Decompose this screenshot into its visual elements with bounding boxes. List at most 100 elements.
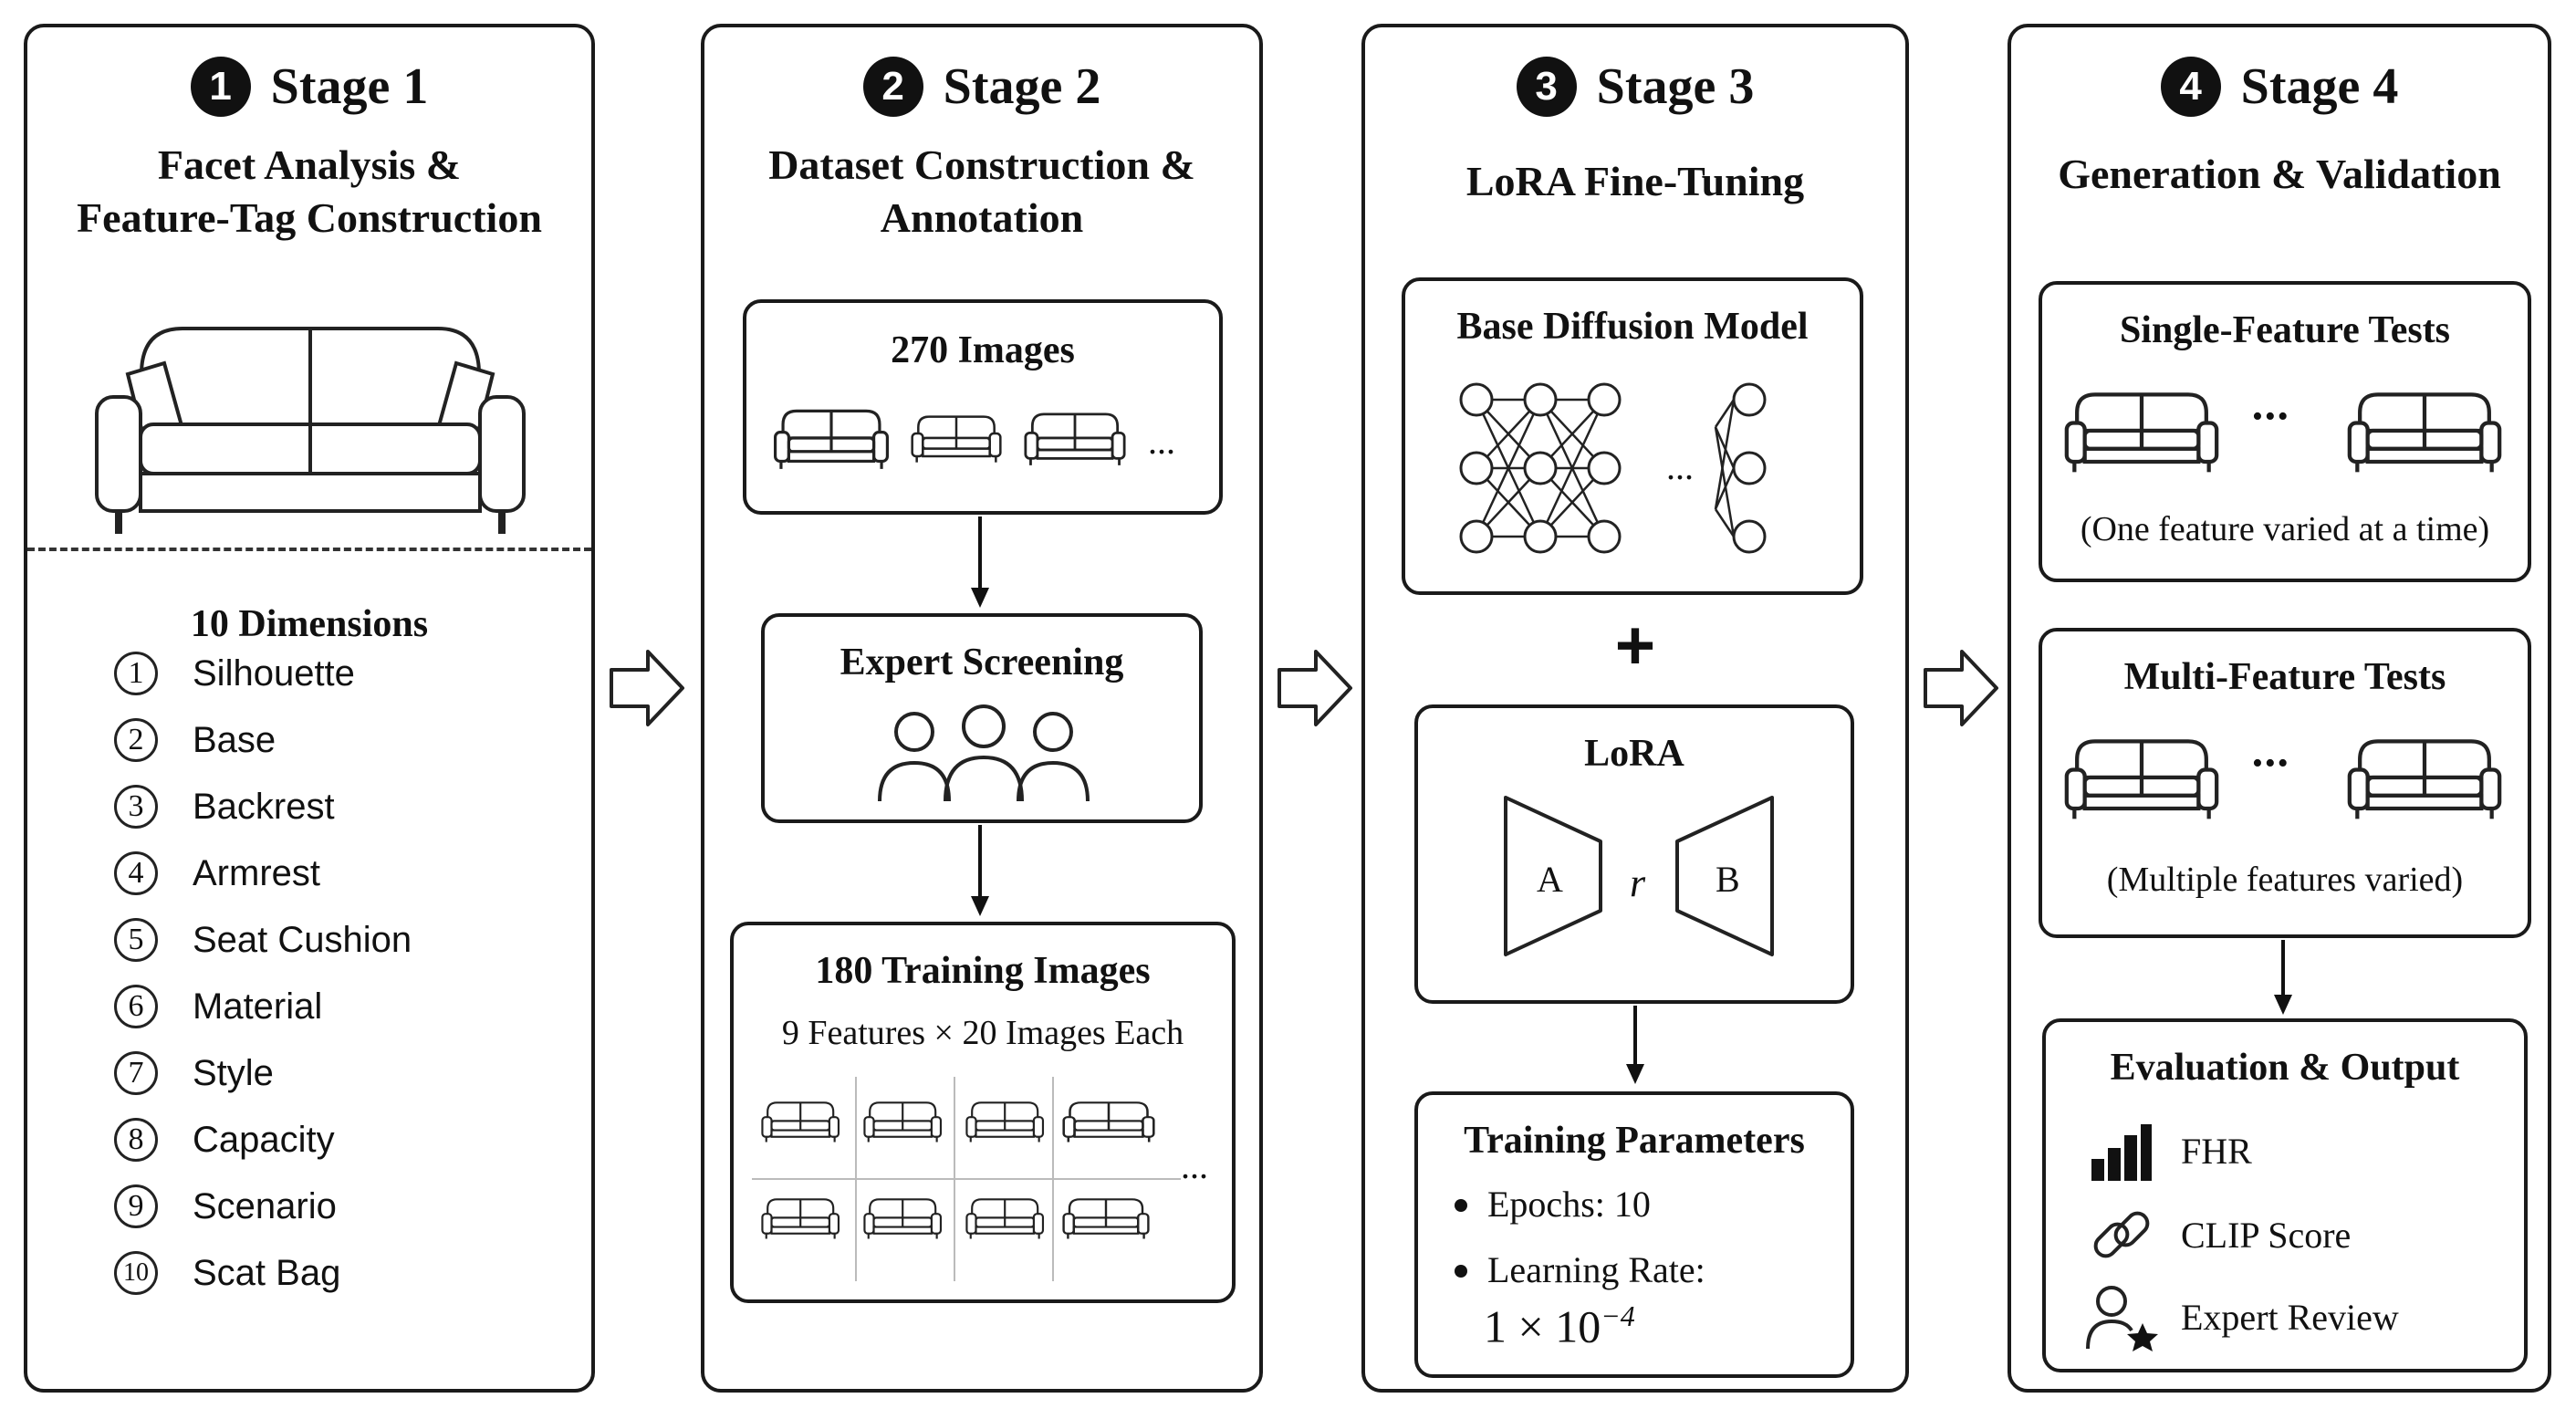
stage-4-number: 4 — [2160, 57, 2221, 117]
sofa-illustration — [95, 327, 526, 534]
param-learning-rate: Learning Rate: — [1487, 1249, 1705, 1290]
section-divider — [27, 548, 591, 551]
learning-rate-value: 1 × 10−4 — [1484, 1299, 1635, 1353]
arrow-right-icon — [1924, 650, 1998, 726]
dimension-number: 5 — [114, 918, 158, 962]
stage-2-number: 2 — [862, 57, 923, 117]
dimension-item: 2 Base — [114, 718, 276, 762]
stage-4-header: 4 Stage 4 — [2011, 57, 2548, 117]
stage-3-header: 3 Stage 3 — [1365, 57, 1905, 117]
dimension-item: 5 Seat Cushion — [114, 918, 412, 962]
dimension-item: 4 Armrest — [114, 851, 320, 895]
lora-matrices-icon — [1504, 796, 1774, 956]
stage-4-label: Stage 4 — [2240, 58, 2399, 115]
lora-rank-label: r — [1630, 861, 1646, 905]
arrow-down-icon — [971, 825, 989, 916]
stage-4-title: Generation & Validation — [2058, 151, 2501, 197]
sofa-icon — [2064, 385, 2219, 476]
evaluation-output-box: Evaluation & Output FHR CLIP Score Exper… — [2042, 1018, 2528, 1372]
stage-1-panel: 1 Stage 1 Facet Analysis & Feature-Tag C… — [24, 24, 595, 1393]
plus-sign: + — [1614, 607, 1656, 684]
stage-3-panel: 3 Stage 3 LoRA Fine-Tuning Base Diffusio… — [1361, 24, 1909, 1393]
bullet-icon — [1455, 1265, 1467, 1278]
lora-a-label: A — [1537, 859, 1563, 900]
dimension-number: 8 — [114, 1118, 158, 1162]
sofa-icon — [2347, 385, 2502, 476]
dimension-number: 1 — [114, 652, 158, 695]
arrow-down-icon — [1626, 1006, 1644, 1084]
sofa-icon — [2347, 732, 2502, 823]
dimension-label: Base — [193, 719, 276, 760]
stage-2-title-line-2: Annotation — [880, 194, 1084, 241]
stage-1-header: 1 Stage 1 — [27, 57, 591, 117]
stage-3-number: 3 — [1516, 57, 1577, 117]
dimension-label: Capacity — [193, 1119, 335, 1160]
stage-1-number: 1 — [190, 57, 251, 117]
dimension-label: Style — [193, 1052, 274, 1093]
multi-feature-tests-box: Multi-Feature Tests ••• (Multiple featur… — [2039, 628, 2531, 938]
sofa-icon — [911, 415, 1002, 464]
images-box: 270 Images ... — [743, 299, 1223, 515]
arrow-down-icon — [971, 516, 989, 608]
expert-screening-box: Expert Screening — [761, 613, 1203, 823]
stage-4-panel: 4 Stage 4 Generation & Validation Single… — [2008, 24, 2551, 1393]
training-images-title: 180 Training Images — [815, 950, 1151, 992]
sofa-icon — [2064, 732, 2219, 823]
single-feature-note: (One feature varied at a time) — [2080, 510, 2490, 548]
dimensions-title: 10 Dimensions — [190, 603, 429, 645]
base-model-title: Base Diffusion Model — [1456, 306, 1809, 348]
neural-network-icon — [1459, 382, 1767, 554]
stage-2-panel: 2 Stage 2 Dataset Construction & Annotat… — [701, 24, 1263, 1393]
lora-box: LoRA A r B — [1414, 704, 1854, 1004]
sofa-icon — [1024, 412, 1126, 467]
dimension-number: 7 — [114, 1051, 158, 1095]
evaluation-output-title: Evaluation & Output — [2110, 1047, 2460, 1089]
dots: ••• — [2252, 746, 2290, 780]
image-grid — [752, 1077, 1181, 1281]
expert-screening-title: Expert Screening — [840, 642, 1124, 683]
arrow-down-icon — [2274, 940, 2292, 1015]
dimension-label: Armrest — [193, 852, 320, 893]
dimension-item: 8 Capacity — [114, 1118, 335, 1162]
metric-expert-review: Expert Review — [2181, 1297, 2399, 1338]
stage-2-label: Stage 2 — [943, 58, 1101, 115]
metric-fhr: FHR — [2181, 1131, 2252, 1172]
training-parameters-box: Training Parameters Epochs: 10 Learning … — [1414, 1091, 1854, 1378]
sofa-icon — [774, 409, 889, 471]
stage-3-label: Stage 3 — [1596, 58, 1755, 115]
dimension-label: Scat Bag — [193, 1252, 341, 1293]
dimension-item: 7 Style — [114, 1051, 274, 1095]
lora-b-label: B — [1716, 859, 1740, 900]
images-box-title: 270 Images — [891, 329, 1075, 371]
single-feature-tests-box: Single-Feature Tests ••• (One feature va… — [2039, 281, 2531, 582]
training-images-subtitle: 9 Features × 20 Images Each — [781, 1014, 1184, 1052]
bar-chart-icon — [2091, 1124, 2152, 1181]
arrow-right-icon — [1278, 650, 1352, 726]
dimension-label: Backrest — [193, 786, 335, 827]
training-images-box: 180 Training Images 9 Features × 20 Imag… — [730, 922, 1236, 1303]
stage-1-title-line-2: Feature-Tag Construction — [77, 194, 542, 241]
stage-1-label: Stage 1 — [270, 58, 429, 115]
dimension-number: 10 — [114, 1251, 158, 1295]
dimension-label: Seat Cushion — [193, 919, 412, 960]
stage-2-title-line-1: Dataset Construction & — [768, 141, 1195, 188]
multi-feature-title: Multi-Feature Tests — [2123, 656, 2446, 698]
user-star-icon — [2086, 1286, 2158, 1351]
arrow-right-icon — [610, 650, 684, 726]
dimension-number: 4 — [114, 851, 158, 895]
people-group-icon — [878, 704, 1090, 802]
dimension-item: 10 Scat Bag — [114, 1251, 340, 1295]
training-parameters-title: Training Parameters — [1464, 1120, 1805, 1162]
dimension-number: 9 — [114, 1184, 158, 1228]
learning-rate-exponent: −4 — [1601, 1299, 1635, 1332]
lora-title: LoRA — [1584, 733, 1684, 775]
metric-clip-score: CLIP Score — [2181, 1215, 2352, 1256]
dots: ••• — [2252, 400, 2290, 433]
bullet-icon — [1455, 1199, 1467, 1212]
dimension-number: 2 — [114, 718, 158, 762]
ellipsis: ... — [1181, 1145, 1208, 1186]
